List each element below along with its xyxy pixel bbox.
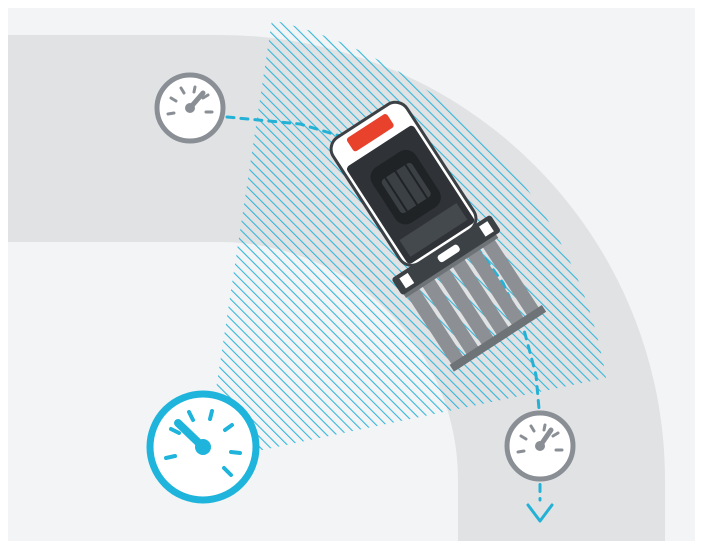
speedometer-icon [154,72,226,144]
forklift-agv-icon [329,100,547,372]
speedometer-icon [504,410,576,482]
speedometer-icon [146,390,260,504]
chevron-down-icon [526,503,554,523]
vehicle-warning-light [346,114,394,152]
